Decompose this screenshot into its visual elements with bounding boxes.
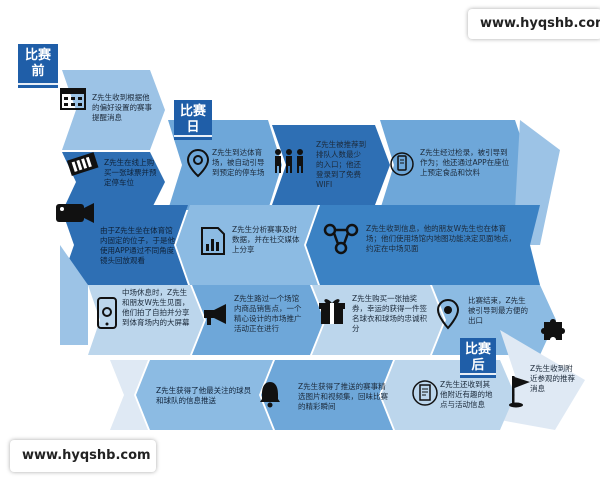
band-row3-c [312,285,444,355]
calendar-icon [60,86,86,110]
puzzle-icon [538,316,568,344]
step-3-text: Z先生到达体育场，被自动引导到预定的停车场 [212,148,265,177]
band-row2-a [306,205,540,285]
report-chart-icon [200,226,226,256]
watermark-bottom: www.hyqshb.com [10,440,156,472]
band-row1-d [272,125,390,205]
watermark-top: www.hyqshb.com [468,9,600,39]
badge-after-match: 比赛 后 [460,338,496,378]
step-6-text: 由于Z先生坐在体育馆内固定的位子，于是他使用APP通过不同角度镜头回放观看 [100,226,175,265]
video-camera-icon [54,200,96,226]
step-2-text: Z先生在线上购买一张球票并预定停车位 [104,158,157,187]
band-row2-b [176,205,318,285]
step-14-text: Z先生还收到其他附近有趣的地点与活动信息 [440,380,493,409]
band-row4-tail [110,360,148,430]
badge-match-day: 比赛 日 [174,100,212,140]
exit-location-icon [436,298,460,330]
step-15-text: Z先生获得了推送的赛事精选图片和视频集，回味比赛的精彩瞬间 [298,382,388,411]
badge-after-line1: 比赛 [464,342,491,357]
band-row3-b [192,285,324,355]
flag-icon [508,374,534,408]
band-row1-a [62,70,165,150]
step-8-text: Z先生收到信息，他的朋友W先生也在体育场；他们使用场馆内地图功能决定见面地点，约… [366,224,516,253]
badge-after-line2: 后 [471,358,485,373]
badge-before-match: 比赛 前 [18,44,58,88]
step-1-text: Z先生收到根据他的偏好设置的赛事提醒消息 [92,93,152,122]
band-row1-e [380,120,530,210]
band-row3-d [432,285,556,355]
people-queue-icon [272,148,306,174]
band-connector-left [60,245,88,345]
step-9-text: 中场休息时，Z先生和朋友W先生见面，他们拍了自拍并分享到体育场内的大屏幕 [122,288,190,327]
info-doc-icon [412,378,438,408]
badge-before-line2: 前 [31,64,45,79]
step-10-text: Z先生路过一个场馆内商品销售点，一个精心设计的市场推广活动正在进行 [234,294,302,333]
step-4-text: Z先生被推荐到排队人数最少的入口；他还登录到了免费WIFI [316,140,367,189]
badge-before-line1: 比赛 [24,48,51,63]
phone-settings-icon [96,296,118,330]
bell-icon [258,380,282,408]
badge-day-line1: 比赛 [179,104,206,119]
step-16-text: Z先生获得了他最关注的球员和球队的信息推送 [156,386,252,405]
band-row4-b [261,360,393,430]
step-13-text: Z先生收到附近参观的推荐消息 [530,364,575,393]
network-share-icon [322,222,360,256]
badge-day-line2: 日 [186,120,200,135]
band-row2-c [60,205,188,285]
band-row1-c [168,120,282,210]
step-7-text: Z先生分析赛事及时数据，并在社交媒体上分享 [232,225,300,254]
ticket-icon [66,150,100,180]
location-pin-icon [186,148,210,178]
step-5-text: Z先生经过检录，被引导到作为；他还通过APP在座位上预定食品和饮料 [420,148,510,177]
gift-icon [318,296,346,326]
mobile-check-icon [390,150,414,178]
step-12-text: 比赛结束，Z先生被引导到最方便的出口 [468,296,528,325]
band-row4-c [136,360,273,430]
step-11-text: Z先生购买一张抽奖券，幸运的获得一件签名球衣和球场的忠诚积分 [352,294,427,333]
megaphone-icon [200,302,232,326]
